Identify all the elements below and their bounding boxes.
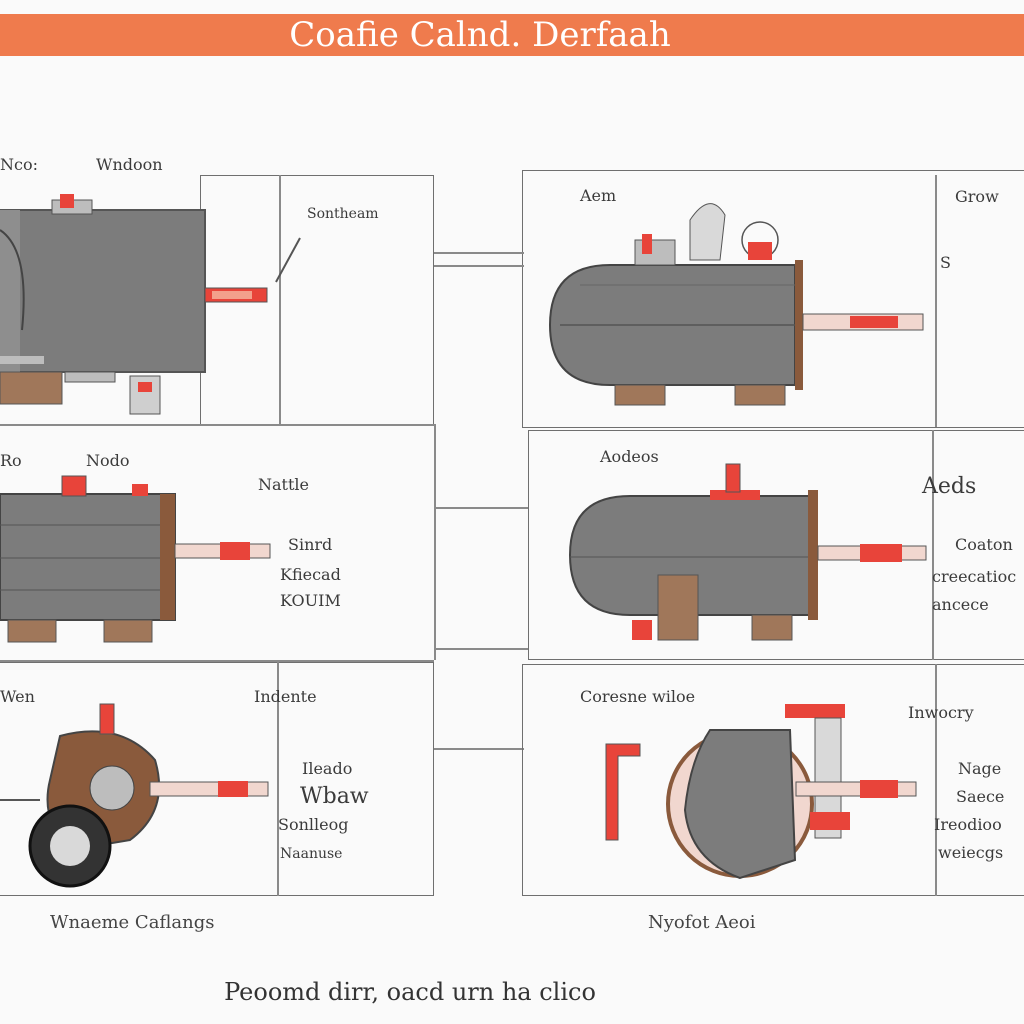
diagram-label: creecatioc xyxy=(932,567,1017,586)
footer-text: Peoomd dirr, oacd urn ha clico xyxy=(224,978,596,1006)
diagram-label: ancece xyxy=(932,595,989,614)
diagram-label: Inwocry xyxy=(908,703,974,722)
diagram-label: Naanuse xyxy=(280,846,343,862)
panel-frame-right-bottom xyxy=(522,664,1024,896)
pump-tank-illustration xyxy=(568,463,927,641)
diagram-label: Wndoon xyxy=(96,155,163,174)
diagram-label: Sontheam xyxy=(307,206,379,222)
row-divider xyxy=(434,252,524,254)
row-divider xyxy=(434,507,528,509)
diagram-label: Kfiecad xyxy=(280,565,341,584)
diagram-label: Nage xyxy=(958,759,1002,778)
diagram-label: Ileado xyxy=(302,759,353,778)
diagram-label: Sinrd xyxy=(288,535,333,554)
divider-line xyxy=(935,664,937,896)
tank-machine-illustration xyxy=(548,203,924,406)
diagram-label: Wen xyxy=(0,687,35,706)
divider-line xyxy=(935,175,937,427)
row-divider xyxy=(0,424,434,426)
caption-right: Nyofot Aeoi xyxy=(648,912,756,933)
title-bar xyxy=(0,14,1024,56)
divider-line xyxy=(434,424,436,660)
page-title: Coafie Calnd. Derfaah xyxy=(289,15,671,55)
diagram-label: Nodo xyxy=(86,451,130,470)
machine-box-illustration xyxy=(0,194,301,415)
diagram-label: KOUIM xyxy=(280,591,341,610)
panel-frame-left-bottom xyxy=(0,662,434,896)
divider-line xyxy=(279,175,281,425)
diagram-label: Nattle xyxy=(258,475,309,494)
gear-motor-illustration xyxy=(0,703,269,888)
diagram-label: Sonlleog xyxy=(278,815,349,834)
caption-left: Wnaeme Caflangs xyxy=(50,912,215,933)
divider-line xyxy=(277,662,279,896)
panel-frame-right-top xyxy=(522,170,1024,428)
diagram-label: weiecgs xyxy=(938,843,1004,862)
diagram-label: Grow xyxy=(955,187,999,206)
diagram-label: Wbaw xyxy=(300,784,369,809)
drum-motor-illustration xyxy=(605,704,917,880)
panel-frame-right-mid xyxy=(528,430,1024,660)
diagram-label: Nco: xyxy=(0,155,38,174)
row-divider xyxy=(434,748,524,750)
diagram-label: Aeds xyxy=(922,474,977,499)
diagram-label: S xyxy=(940,253,951,272)
diagram-label: Coaton xyxy=(955,535,1013,554)
diagram-label: Coresne wiloe xyxy=(580,687,696,706)
row-divider xyxy=(434,648,528,650)
diagram-label: Indente xyxy=(254,687,317,706)
diagram-label: Saece xyxy=(956,787,1005,806)
row-divider xyxy=(434,265,524,267)
row-divider xyxy=(0,660,434,662)
diagram-label: Ireodioo xyxy=(934,815,1002,834)
diagram-label: Ro xyxy=(0,451,22,470)
crate-machine-illustration xyxy=(0,475,271,643)
diagram-label: Aem xyxy=(580,186,617,205)
diagram-label: Aodeos xyxy=(600,447,659,466)
divider-line xyxy=(932,430,934,660)
